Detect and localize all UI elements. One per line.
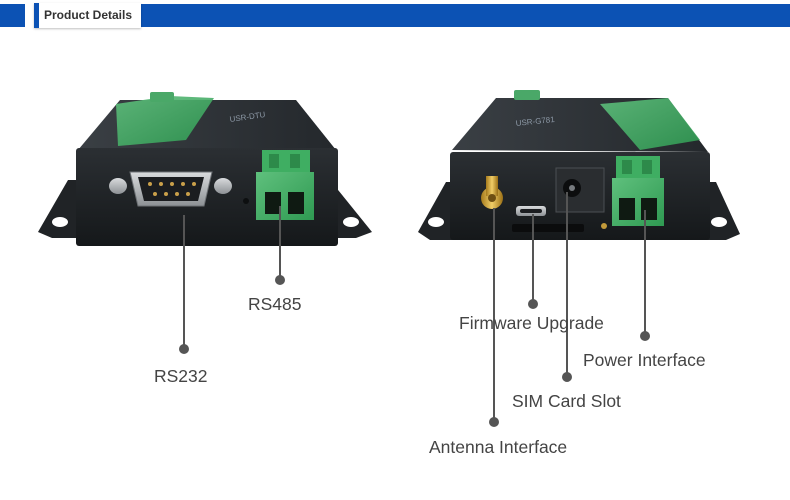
section-header: Product Details bbox=[0, 0, 790, 34]
header-bar-left bbox=[0, 4, 25, 27]
section-title: Product Details bbox=[44, 8, 133, 22]
callout-antenna-interface: Antenna Interface bbox=[429, 437, 568, 457]
callout-firmware-upgrade: Firmware Upgrade bbox=[459, 313, 604, 333]
callout-power-interface: Power Interface bbox=[583, 350, 706, 370]
callout-rs485: RS485 bbox=[248, 294, 302, 314]
device-left: USR-DTU bbox=[38, 92, 372, 246]
section-tab: Product Details bbox=[34, 3, 141, 28]
header-bar-right bbox=[141, 4, 790, 27]
callout-sim-card-slot: SIM Card Slot bbox=[512, 391, 621, 411]
svg-text:USR-G781: USR-G781 bbox=[515, 115, 555, 128]
callout-rs232: RS232 bbox=[154, 366, 208, 386]
device-right: USR-G781 bbox=[418, 90, 740, 240]
